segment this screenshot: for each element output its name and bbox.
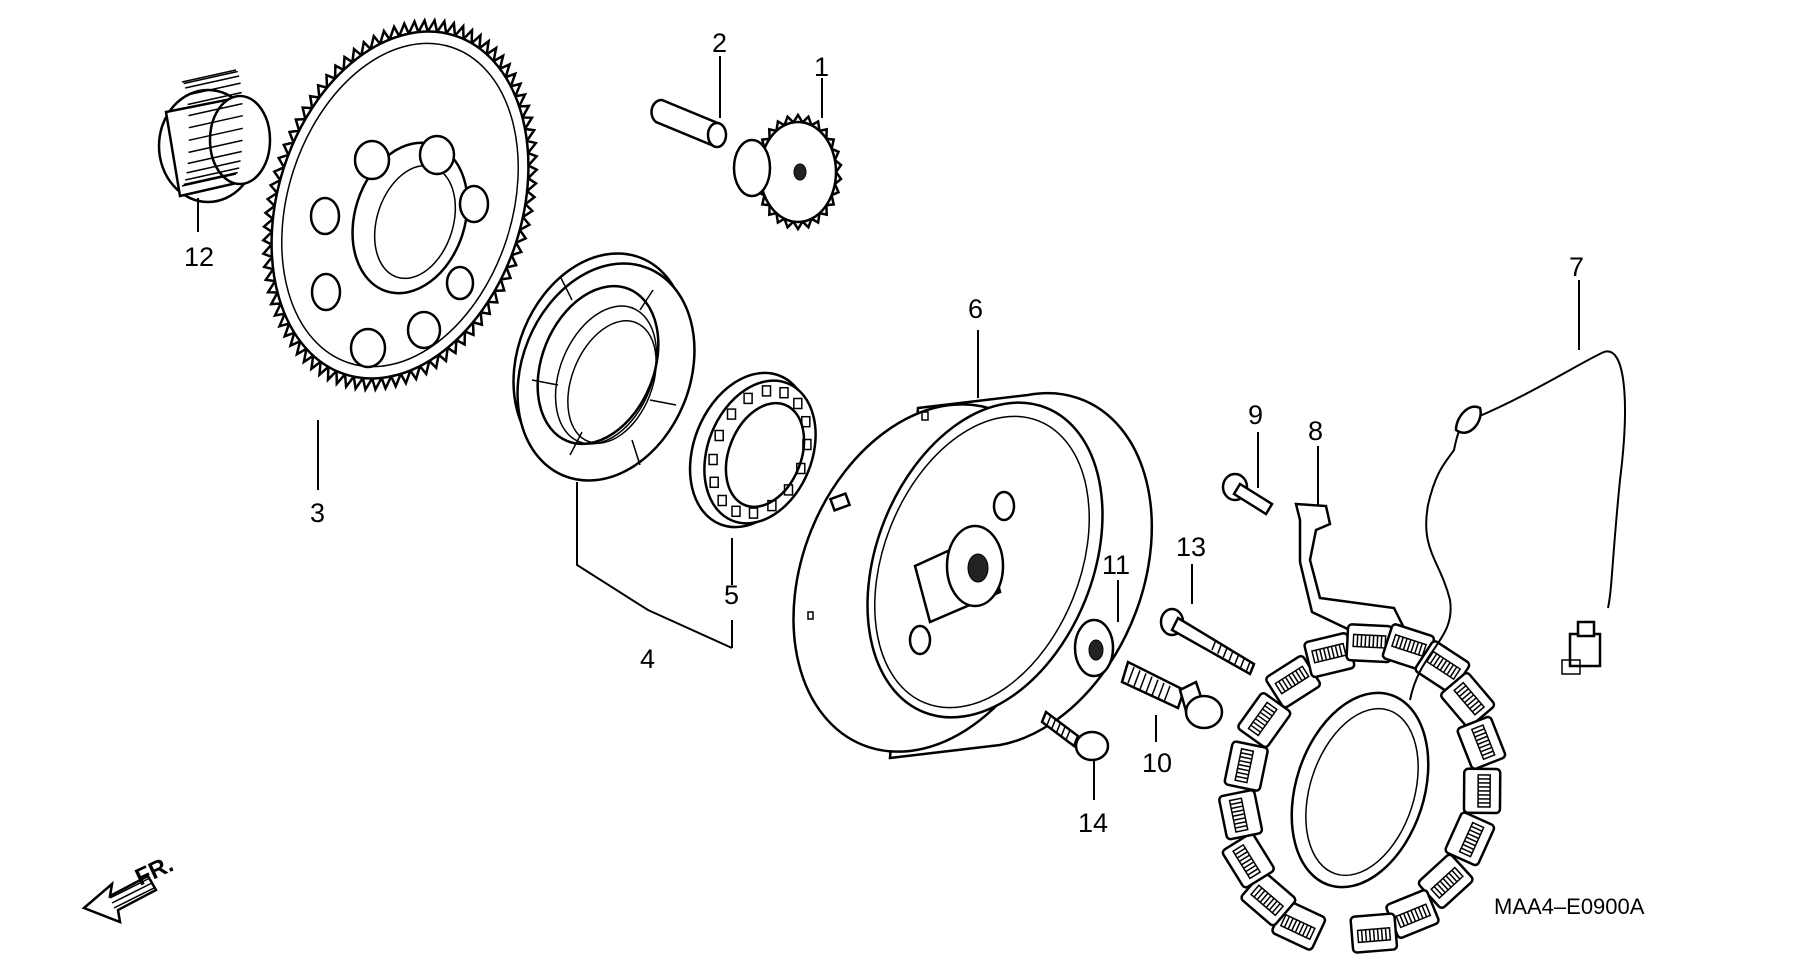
idle-gear-shaft-part [650,98,728,149]
callout-8: 8 [1308,416,1323,446]
flywheel-bolt-part [1120,660,1224,730]
washer-part [1073,618,1115,678]
needle-bearing-part [157,69,272,204]
callout-3: 3 [310,498,325,528]
callout-10: 10 [1142,748,1172,778]
callout-14: 14 [1078,808,1108,838]
callout-6: 6 [968,294,983,324]
callout-11: 11 [1102,550,1130,580]
callout-9: 9 [1248,400,1263,430]
leader-line-4 [576,482,733,649]
front-direction-arrow-icon [81,874,158,924]
drawing-code: MAA4–E0900A [1494,894,1645,919]
callout-12: 12 [184,242,214,272]
cord-clamp-part [1294,502,1412,654]
cord-clamp-bolt-part [1221,472,1274,516]
starter-clutch-outer-part [512,252,696,482]
callout-4: 4 [640,644,655,674]
flange-bolt-small-part [1040,710,1110,762]
flywheel-rotor-part [792,391,1154,760]
one-way-clutch-part [688,371,817,529]
callout-1: 1 [814,52,829,82]
callout-2: 2 [712,28,727,58]
callout-5: 5 [724,580,739,610]
starter-idle-gear-part [732,112,843,232]
starter-driven-gear-part [261,17,539,393]
stator-bolt-part [1159,607,1256,676]
alternator-stator-part [1218,350,1626,954]
stator-coils [1218,623,1507,954]
callout-13: 13 [1176,532,1206,562]
callout-7: 7 [1569,252,1584,282]
